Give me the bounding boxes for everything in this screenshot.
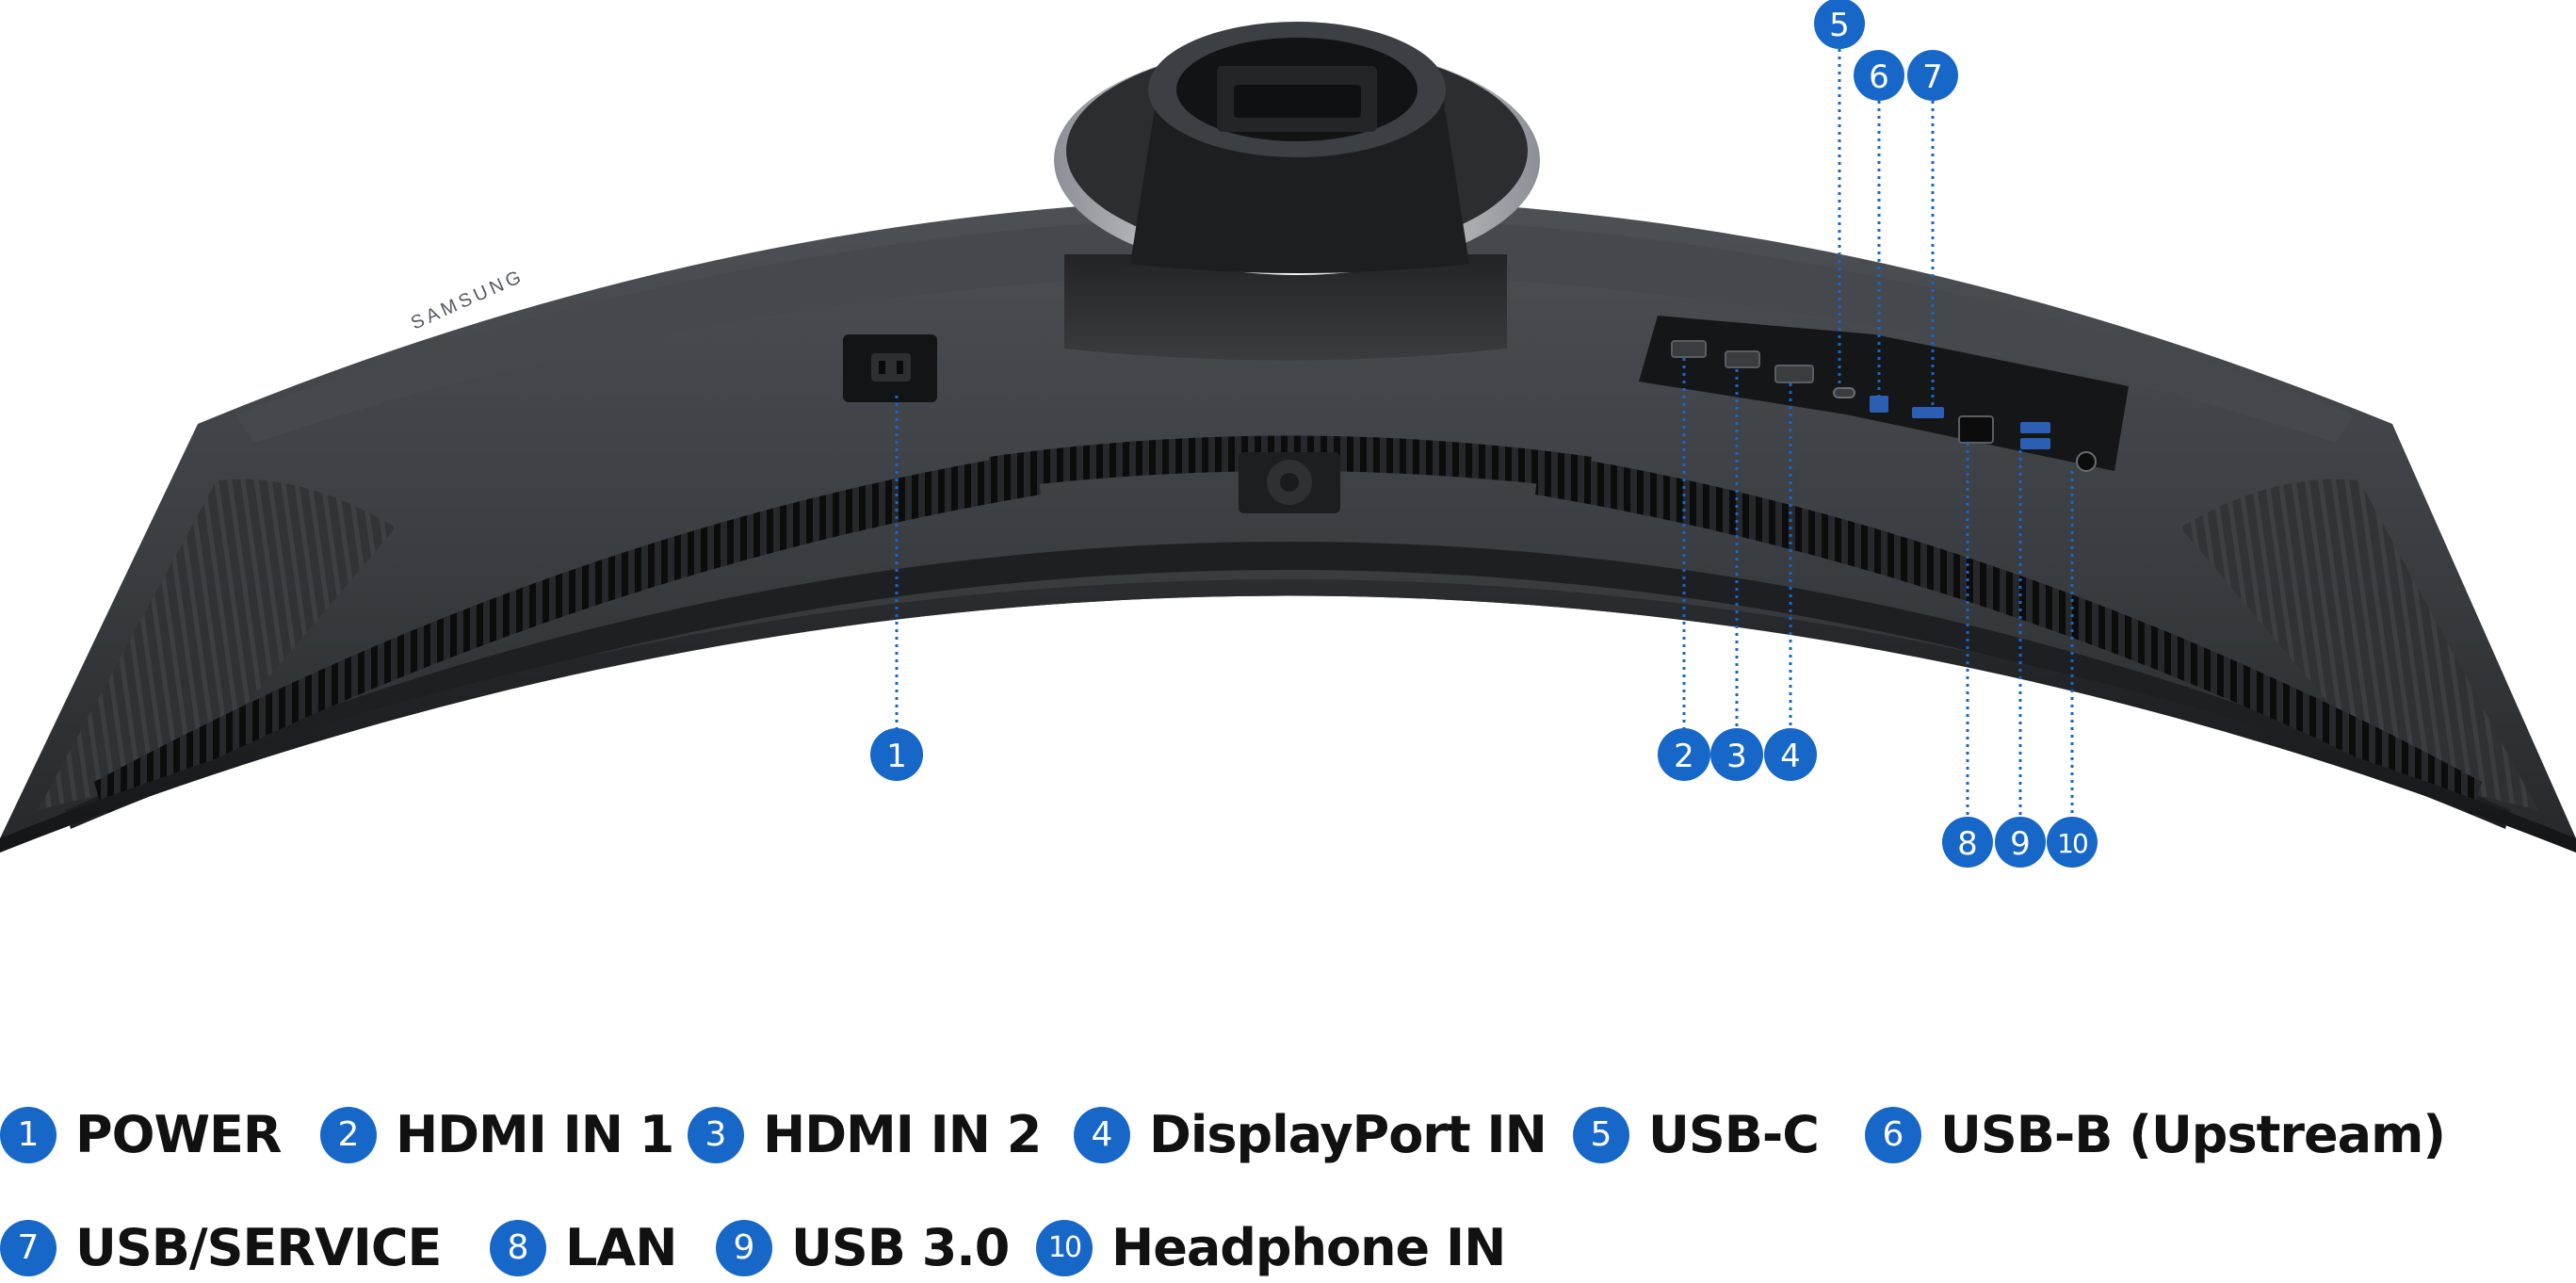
legend-badge: 5 [1573,1107,1629,1163]
ribbed-texture-right [2180,479,2538,810]
port-panel [1639,316,2129,471]
callout-badge-8: 8 [1942,817,1993,868]
svg-text:3: 3 [1726,738,1747,775]
legend-badge: 1 [0,1107,57,1163]
svg-text:7: 7 [1922,58,1943,96]
legend-badge: 8 [490,1220,546,1276]
legend-label: HDMI IN 1 [396,1105,674,1164]
usb-3-port-lower [2020,438,2050,449]
legend-badge: 7 [0,1220,57,1276]
legend-badge: 6 [1865,1107,1921,1163]
legend-label: DisplayPort IN [1149,1105,1547,1164]
legend-badge: 2 [320,1107,377,1163]
legend-label: HDMI IN 2 [763,1105,1042,1164]
legend-label: POWER [75,1105,283,1164]
callout-badge-1: 1 [870,728,923,781]
callout-lines [895,49,2074,817]
lower-band [66,542,2510,829]
callout-badge-2: 2 [1658,728,1710,781]
usb-b-port [1870,396,1888,413]
usb-3-port-upper [2020,422,2050,433]
vent-row-left [94,452,1041,815]
svg-text:2: 2 [1674,738,1694,775]
legend-badge: 3 [688,1107,744,1163]
usb-service-port [1912,407,1944,418]
hdmi-in-1-port [1671,340,1707,358]
headphone-port [2076,451,2097,472]
legend-label: USB 3.0 [791,1218,1010,1277]
svg-text:5: 5 [1829,7,1850,44]
svg-text:4: 4 [1780,738,1801,775]
usb-c-port [1833,387,1855,398]
callout-badge-6: 6 [1854,50,1904,101]
hdmi-in-2-port [1725,350,1760,368]
legend-badge: 4 [1074,1107,1130,1163]
callout-badge-5: 5 [1814,0,1865,49]
svg-text:10: 10 [2057,828,2087,859]
callout-badge-4: 4 [1764,728,1817,781]
legend-label: USB-C [1648,1105,1820,1164]
bottom-edge [0,579,2576,853]
legend-badge: 9 [716,1220,772,1276]
callout-badge-10: 10 [2047,817,2098,868]
svg-text:9: 9 [2010,825,2031,863]
callout-badge-3: 3 [1710,728,1763,781]
displayport-in-port [1774,365,1814,383]
legend-label: USB/SERVICE [75,1218,442,1277]
svg-text:1: 1 [886,738,907,775]
vent-row-right [1535,452,2482,815]
stand-neck [1064,254,1507,361]
legend-label: USB-B (Upstream) [1940,1105,2446,1164]
svg-text:8: 8 [1957,825,1978,863]
svg-text:6: 6 [1869,58,1889,96]
callout-badge-9: 9 [1995,817,2046,868]
legend-row-2: 7 USB/SERVICE 8 LAN 9 USB 3.0 10 Headpho… [0,1215,2576,1281]
callout-badge-7: 7 [1907,50,1958,101]
lan-port [1958,415,1994,444]
ribbed-texture-left [38,479,396,810]
legend-label: LAN [565,1218,677,1277]
legend-row-1: 1 POWER 2 HDMI IN 1 3 HDMI IN 2 4 Displa… [0,1102,2576,1168]
legend-badge: 10 [1036,1220,1093,1276]
legend-label: Headphone IN [1111,1218,1506,1277]
rear-panel [235,217,2355,443]
